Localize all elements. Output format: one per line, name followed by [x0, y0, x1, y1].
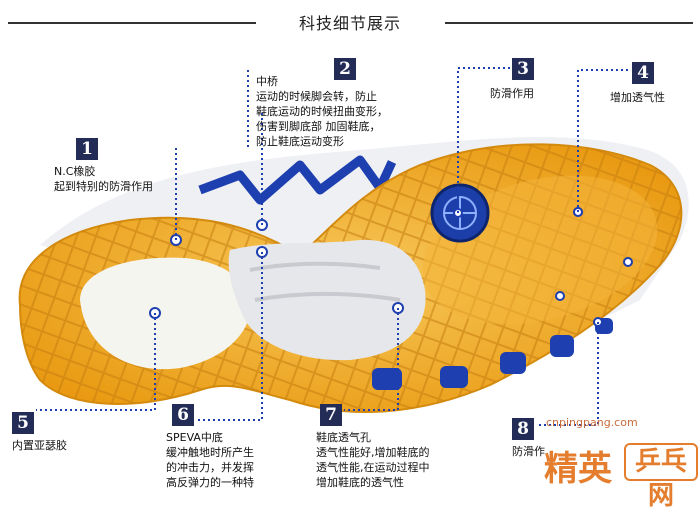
callout-2-line: 运动的时候脚会转，防止 — [256, 90, 377, 103]
callout-6-line: 高反弹力的一种特 — [166, 476, 254, 489]
midfoot-shank — [228, 239, 426, 361]
title-rule-left — [8, 22, 256, 24]
callout-6-badge: 6 — [172, 404, 194, 426]
callout-4-badge: 4 — [632, 62, 654, 84]
callout-7-text: 鞋底透气孔 透气性能好,增加鞋底的 透气性能,在运动过程中 增加鞋底的透气性 — [316, 430, 430, 490]
blue-stripe — [198, 155, 397, 205]
callout-4-text: 增加透气性 — [610, 90, 665, 105]
callout-2-line: 鞋底运动的时候扭曲变形， — [256, 105, 388, 118]
callout-5-text: 内置亚瑟胶 — [12, 438, 67, 453]
watermark-logo: 精英 乒乓网 — [540, 433, 698, 511]
callout-7-badge: 7 — [320, 404, 342, 426]
callout-6-text: SPEVA中底 缓冲触地时所产生 的冲击力，并发挥 高反弹力的一种特 — [166, 430, 254, 490]
callout-6-line: 缓冲触地时所产生 — [166, 446, 254, 459]
title-rule-right — [445, 22, 693, 24]
callout-7-line: 增加鞋底的透气性 — [316, 476, 404, 489]
callout-8-line: 防滑作 — [512, 445, 545, 458]
callout-8-badge: 8 — [512, 418, 534, 440]
heel-cushion — [80, 257, 251, 370]
leader-lines — [36, 67, 630, 426]
callout-5-badge: 5 — [12, 412, 34, 434]
shoe-sole-illustration — [18, 67, 689, 426]
page-title: 科技细节展示 — [298, 14, 401, 33]
callout-1-text: N.C橡胶 起到特别的防滑作用 — [54, 164, 153, 194]
callout-2-line: 伤害到脚底部 加固鞋底， — [256, 120, 381, 133]
watermark-brand-b: 乒乓网 — [624, 443, 698, 511]
callout-6-line: 的冲击力，并发挥 — [166, 461, 254, 474]
callout-6-line: SPEVA中底 — [166, 431, 223, 444]
title-row: 科技细节展示 — [0, 6, 700, 38]
callout-7-line: 透气性能,在运动过程中 — [316, 461, 430, 474]
callout-1-line: N.C橡胶 — [54, 165, 96, 178]
callout-1-line: 起到特别的防滑作用 — [54, 180, 153, 193]
callout-7-line: 鞋底透气孔 — [316, 431, 371, 444]
callout-2-line: 中桥 — [256, 75, 278, 88]
callout-8-text: 防滑作 — [512, 444, 545, 459]
watermark-site: cnpingpang.com — [546, 416, 638, 429]
callout-2-text: 中桥 运动的时候脚会转，防止 鞋底运动的时候扭曲变形， 伤害到脚底部 加固鞋底，… — [256, 74, 388, 149]
callout-1-badge: 1 — [76, 138, 98, 160]
callout-2-line: 防止鞋底运动变形 — [256, 135, 344, 148]
callout-2-badge: 2 — [334, 58, 356, 80]
callout-3-line: 防滑作用 — [490, 87, 534, 100]
callout-7-line: 透气性能好,增加鞋底的 — [316, 446, 430, 459]
callout-5-line: 内置亚瑟胶 — [12, 439, 67, 452]
callout-4-line: 增加透气性 — [610, 91, 665, 104]
watermark-brand-a: 精英 — [544, 449, 612, 489]
shank-ridges — [249, 261, 401, 302]
callout-3-badge: 3 — [512, 58, 534, 80]
callout-3-text: 防滑作用 — [490, 86, 534, 101]
